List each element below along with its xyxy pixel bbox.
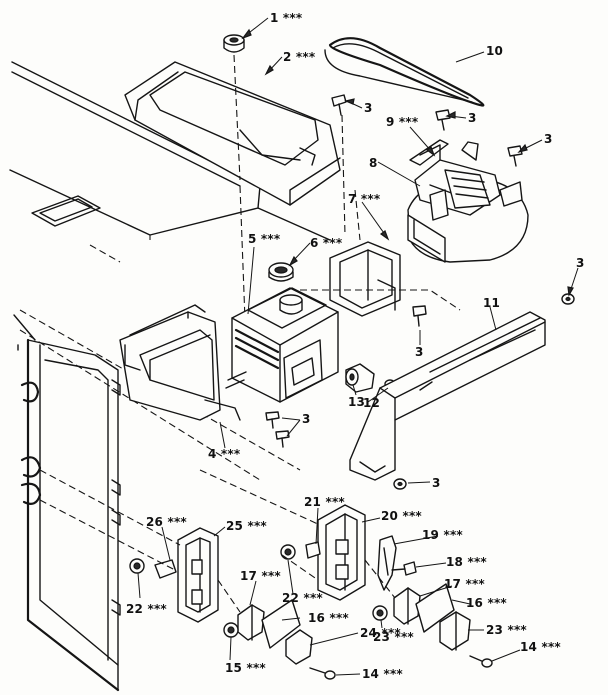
leader-lines <box>137 17 579 676</box>
callout-9: 9 *** <box>386 115 419 129</box>
callout-13: 13 <box>348 395 366 409</box>
callout-12: 12 <box>363 396 381 410</box>
screws-part-3 <box>265 94 575 490</box>
transformer-part-4 <box>119 304 247 421</box>
callout-3d: 3 <box>576 256 585 270</box>
alignment-lines <box>39 469 396 613</box>
switch-bracket-part-20 <box>305 504 366 601</box>
callout-23a: 15 *** <box>225 661 266 675</box>
switch-actuators <box>237 583 471 665</box>
rail-part-11 <box>300 289 546 481</box>
callout-3g: 3 <box>432 476 441 490</box>
callout-2: 2 *** <box>283 50 316 64</box>
callout-25: 25 *** <box>226 519 267 533</box>
callout-14b: 14 *** <box>520 640 561 654</box>
callout-3b: 3 <box>468 111 477 125</box>
front-panel-frame <box>17 338 121 692</box>
callout-20: 20 *** <box>381 509 422 523</box>
callout-1: 1 *** <box>270 11 303 25</box>
callout-6: 6 *** <box>310 236 343 250</box>
callout-3c: 3 <box>544 132 553 146</box>
switch-part-19 <box>377 535 397 591</box>
nut-part-1 <box>223 34 245 181</box>
callout-5: 5 *** <box>248 232 281 246</box>
callout-11: 11 <box>483 296 501 310</box>
callout-4: 4 *** <box>208 447 241 461</box>
callout-17a: 17 *** <box>240 569 281 583</box>
callout-3a: 3 <box>364 101 373 115</box>
callout-3e: 3 <box>415 345 424 359</box>
callout-18: 18 *** <box>446 555 487 569</box>
callout-16a: 16 *** <box>308 611 349 625</box>
callout-22a: 22 *** <box>126 602 167 616</box>
callout-23b: 23 *** <box>373 630 414 644</box>
callout-24: 24 *** <box>360 626 401 640</box>
motor-assembly-part-8-9 <box>407 139 529 263</box>
callout-17b: 17 *** <box>444 577 485 591</box>
callout-14a: 14 *** <box>362 667 403 681</box>
callout-7: 7 *** <box>348 192 381 206</box>
magnetron-part-5 <box>231 287 339 403</box>
bracket-part-7 <box>329 189 401 317</box>
callout-21: 21 *** <box>304 495 345 509</box>
callout-16b: 16 *** <box>466 596 507 610</box>
callout-19: 19 *** <box>422 528 463 542</box>
callout-8: 8 <box>369 156 378 170</box>
callout-3f: 3 <box>302 412 311 426</box>
switch-bracket-part-25 <box>154 527 219 623</box>
callout-15: 23 *** <box>486 623 527 637</box>
belt-part-10 <box>324 37 485 107</box>
cover-plate-part-2 <box>124 61 341 206</box>
callout-26: 26 *** <box>146 515 187 529</box>
callout-10: 10 <box>486 44 504 58</box>
gasket-part-6 <box>268 262 294 282</box>
callout-22b: 22 *** <box>282 591 323 605</box>
